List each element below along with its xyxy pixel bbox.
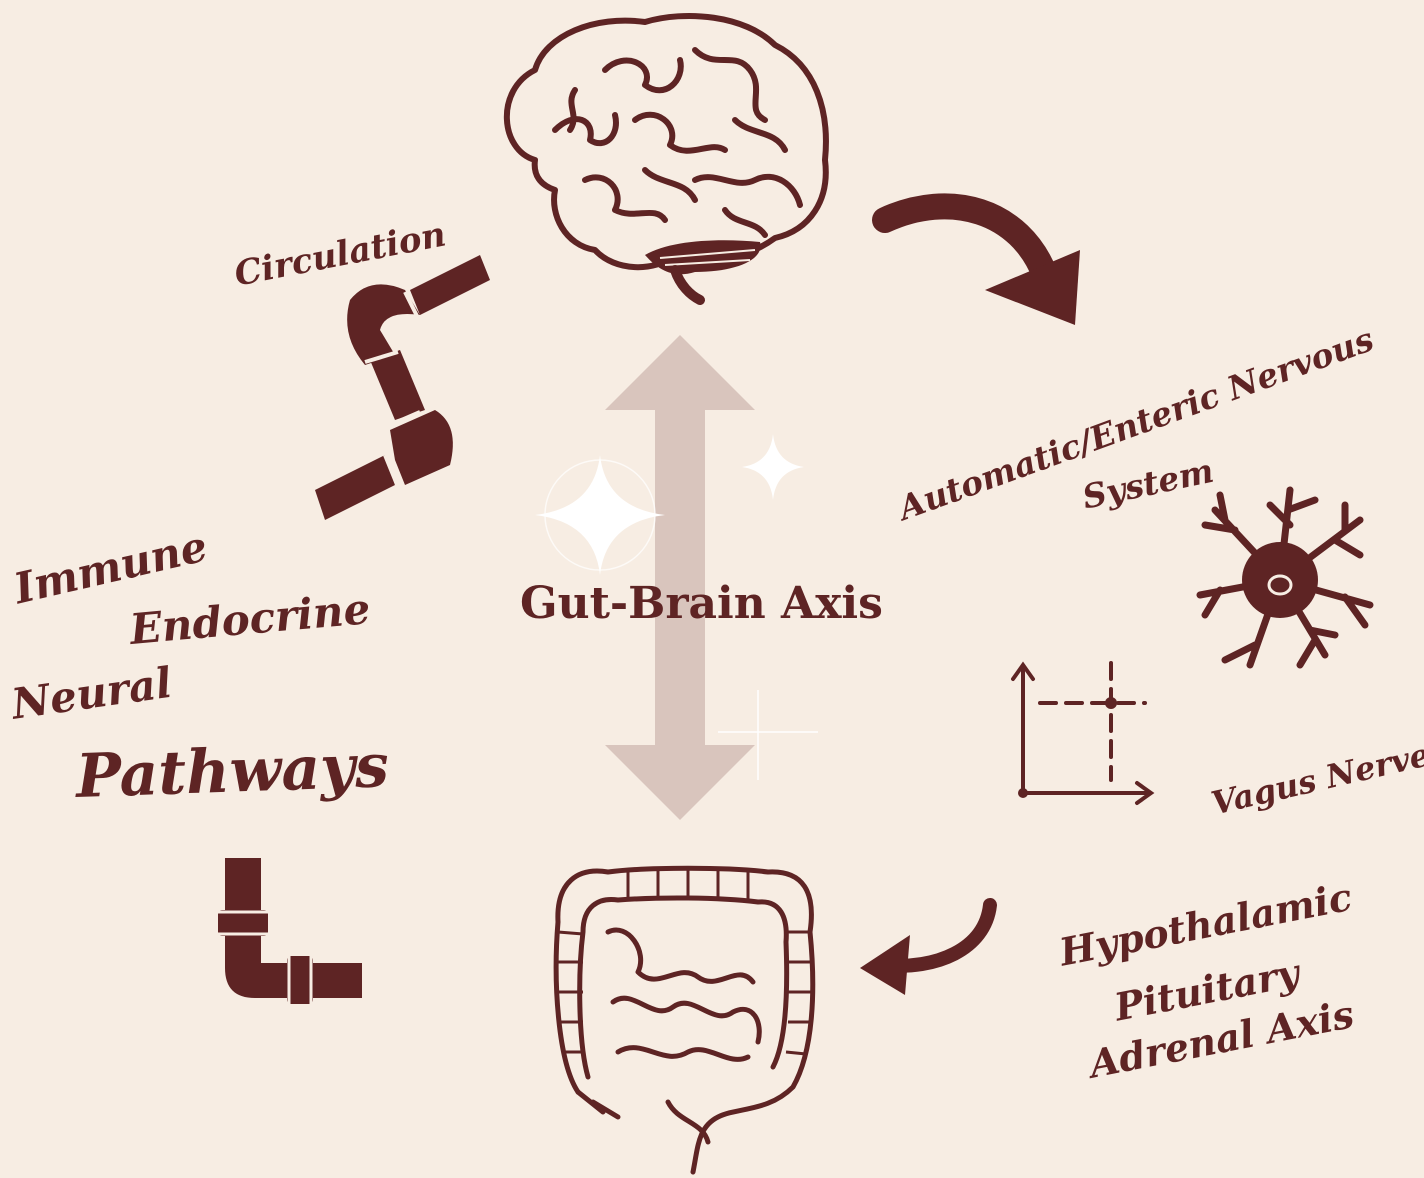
pipe-icon — [215, 858, 365, 1008]
sparkle-icon — [718, 690, 818, 780]
sparkle-icon — [530, 450, 670, 580]
neuron-icon — [1195, 485, 1375, 670]
pipe-icon — [310, 250, 495, 525]
brain-icon — [495, 10, 835, 305]
chart-axes-icon — [1005, 655, 1160, 805]
pathways-label: Pathways — [75, 731, 390, 812]
hpa-label-line1: Hypothalamic — [1056, 874, 1356, 975]
sparkle-icon — [740, 432, 806, 502]
intestine-icon — [548, 862, 823, 1178]
diagram-title: Gut-Brain Axis — [520, 578, 883, 629]
endocrine-label: Endocrine — [128, 584, 372, 654]
vagus-nerve-label: Vagus Nerve — [1208, 735, 1424, 822]
neural-label: Neural — [9, 658, 175, 729]
curved-arrow-icon — [855, 900, 1000, 1000]
curved-arrow-icon — [880, 195, 1090, 330]
